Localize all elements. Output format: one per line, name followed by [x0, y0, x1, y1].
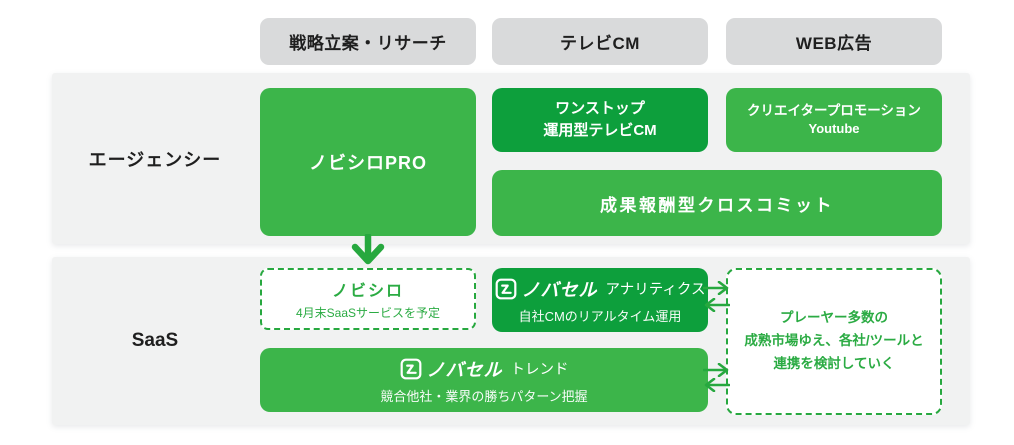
onestop-tvcm-box: ワンストップ 運用型テレビCM	[492, 88, 708, 152]
nobishiro-pro-title: ノビシロPRO	[308, 153, 427, 173]
column-header-tv-cm: テレビCM	[492, 18, 708, 65]
partners-line1: プレーヤー多数の	[780, 310, 888, 326]
novasell-analytics-box: ノバセル アナリティクス 自社CMのリアルタイム運用	[492, 268, 708, 332]
novasell-trend-brand-row: ノバセル トレンド	[400, 356, 569, 382]
cross-commit-title: 成果報酬型クロスコミット	[600, 195, 834, 215]
column-header-web-ads: WEB広告	[726, 18, 942, 65]
down-arrow-icon	[351, 234, 385, 265]
novasell-logo-icon	[495, 278, 516, 299]
nobishiro-title: ノビシロ	[331, 283, 404, 300]
trend-subtitle: 競合他社・業界の勝ちパターン把握	[380, 388, 588, 404]
novasell-trend-box: ノバセル トレンド 競合他社・業界の勝ちパターン把握	[260, 348, 708, 412]
nobishiro-subtitle: 4月末SaaSサービスを予定	[295, 306, 441, 320]
saas-row-label: SaaS	[131, 330, 179, 351]
onestop-line2: 運用型テレビCM	[543, 122, 657, 139]
creator-line2: Youtube	[808, 121, 860, 137]
creator-promotion-box: クリエイタープロモーション Youtube	[726, 88, 942, 152]
nobishiro-pro-box: ノビシロPRO	[260, 88, 476, 236]
trend-product-text: トレンド	[510, 362, 569, 378]
nobishiro-saas-box: ノビシロ 4月末SaaSサービスを予定	[260, 268, 476, 330]
novasell-analytics-brand-row: ノバセル アナリティクス	[495, 276, 706, 302]
partners-line2: 成熟市場ゆえ、各社/ツールと	[744, 333, 924, 349]
cross-commit-box: 成果報酬型クロスコミット	[492, 170, 942, 236]
right-arrow-icon	[703, 281, 729, 295]
analytics-product-text: アナリティクス	[605, 282, 706, 298]
left-arrow-icon	[704, 378, 730, 392]
onestop-line1: ワンストップ	[555, 99, 645, 117]
creator-line1: クリエイタープロモーション	[747, 102, 921, 118]
agency-row-label: エージェンシー	[88, 149, 222, 170]
left-arrow-icon	[704, 298, 730, 312]
partners-line3: 連携を検討していく	[773, 355, 895, 371]
right-arrow-icon	[703, 363, 729, 377]
column-header-strategy-research: 戦略立案・リサーチ	[260, 18, 476, 65]
novasell-brand-text: ノバセル	[426, 359, 503, 380]
novasell-logo-icon	[400, 358, 421, 379]
novasell-brand-text: ノバセル	[521, 279, 598, 300]
partner-consideration-box: プレーヤー多数の 成熟市場ゆえ、各社/ツールと 連携を検討していく	[726, 268, 942, 415]
analytics-subtitle: 自社CMのリアルタイム運用	[518, 308, 682, 324]
